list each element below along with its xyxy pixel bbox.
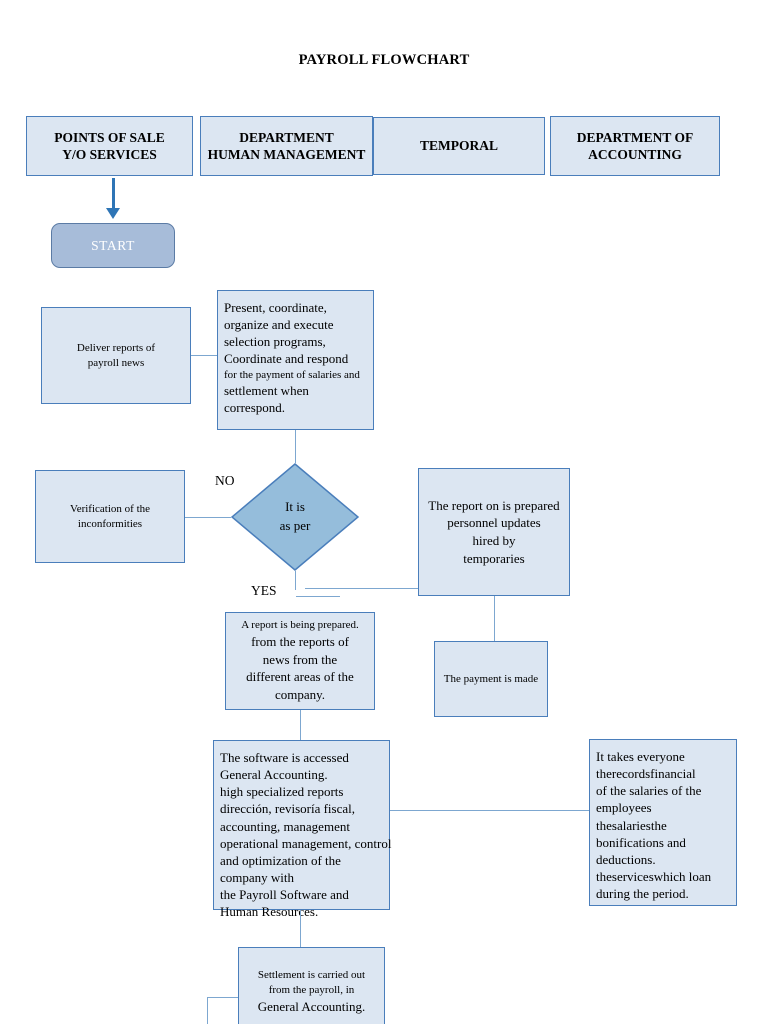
node-deliver-reports[interactable]: Deliver reports of payroll news: [41, 307, 191, 404]
node-text-line: therecordsfinancial: [596, 766, 696, 782]
node-payment-made[interactable]: The payment is made: [434, 641, 548, 717]
node-text-line: from the payroll, in: [268, 984, 355, 997]
node-start-label: START: [91, 237, 135, 253]
node-settlement[interactable]: Settlement is carried out from the payro…: [238, 947, 385, 1024]
swimlane-header-accounting[interactable]: DEPARTMENT OF ACCOUNTING: [550, 116, 720, 176]
connector-decision-yes-stem: [295, 571, 296, 590]
node-text-line: of the salaries of the: [596, 783, 702, 799]
node-decision[interactable]: It is as per: [231, 463, 359, 571]
node-text-line: selection programs,: [224, 334, 326, 350]
node-text-line: for the payment of salaries and: [224, 368, 360, 381]
swimlane-header-points-of-sale[interactable]: POINTS OF SALE Y/O SERVICES: [26, 116, 193, 176]
node-text-line: The payment is made: [443, 672, 539, 685]
node-text-line: Settlement is carried out: [257, 969, 366, 982]
node-text-line: A report is being prepared.: [241, 619, 359, 632]
node-takes-everyone[interactable]: It takes everyone therecordsfinancial of…: [589, 739, 737, 906]
page-title: PAYROLL FLOWCHART: [298, 52, 470, 68]
swimlane-header-temporal[interactable]: TEMPORAL: [373, 117, 545, 175]
node-software-accessed[interactable]: The software is accessed General Account…: [213, 740, 392, 919]
connector-software-to-settlement: [300, 910, 301, 947]
connector-decision-no-to-verification: [185, 517, 231, 518]
node-text-line: operational management, control: [220, 835, 392, 851]
node-text-line: employees: [596, 800, 652, 816]
branch-label-no: NO: [215, 473, 235, 488]
connector-report-to-payment: [494, 596, 495, 641]
swimlane-header-line: DEPARTMENT: [239, 129, 334, 145]
node-text-line: the Payroll Software and: [220, 887, 349, 903]
connector-arrow-to-start: [112, 178, 115, 210]
node-text-line: payroll news: [87, 356, 145, 369]
node-text-line: high specialized reports: [220, 784, 344, 800]
node-text-line: dirección, revisoría fiscal,: [220, 801, 355, 817]
connector-settlement-elbow-horizontal: [207, 997, 238, 998]
node-text-line: settlement when: [224, 383, 309, 399]
connector-deliver-to-present: [191, 355, 217, 356]
node-text-line: Present, coordinate,: [224, 300, 327, 315]
connector-arrow-to-start-head: [106, 208, 120, 219]
node-text-line: during the period.: [596, 886, 689, 902]
connector-software-to-takes-everyone: [390, 810, 589, 811]
connector-present-to-decision: [295, 430, 296, 463]
node-text-line: theserviceswhich loan: [596, 869, 712, 885]
node-text-line: inconformities: [77, 517, 143, 530]
node-text-line: thesalariesthe: [596, 817, 667, 833]
node-text-line: It takes everyone: [596, 749, 685, 764]
node-text-line: from the reports of: [251, 634, 349, 650]
swimlane-header-line: TEMPORAL: [419, 138, 498, 154]
node-text-line: hired by: [472, 533, 516, 548]
node-report-prepared[interactable]: The report on is prepared personnel upda…: [418, 468, 570, 596]
node-text-line: accounting, management: [220, 818, 350, 834]
node-text-line: personnel updates: [447, 515, 541, 531]
node-verification[interactable]: Verification of the inconformities: [35, 470, 185, 563]
diamond-shape: [231, 463, 359, 571]
node-text-line: Verification of the: [69, 502, 151, 515]
node-text-line: The report on is prepared: [428, 497, 560, 513]
node-present-coordinate[interactable]: Present, coordinate, organize and execut…: [217, 290, 374, 430]
node-text-line: news from the: [262, 651, 338, 667]
swimlane-header-human-management[interactable]: DEPARTMENT HUMAN MANAGEMENT: [200, 116, 373, 176]
node-text-line: company.: [274, 686, 326, 702]
connector-settlement-elbow-vertical: [207, 997, 208, 1024]
swimlane-header-line: DEPARTMENT OF: [576, 129, 694, 145]
node-text-line: different areas of the: [246, 669, 354, 685]
connector-report-to-yes: [305, 588, 418, 589]
swimlane-header-line: Y/O SERVICES: [62, 147, 157, 162]
swimlane-header-line: POINTS OF SALE: [54, 129, 165, 145]
node-text-line: General Accounting.: [220, 767, 328, 783]
node-text-line: deductions.: [596, 851, 656, 867]
node-text-line: bonifications and: [596, 834, 686, 850]
connector-yes-short-dash: [296, 596, 340, 597]
swimlane-header-line: ACCOUNTING: [588, 147, 682, 162]
node-text-line: Human Resources.: [220, 904, 319, 920]
node-text-line: General Accounting.: [257, 999, 366, 1015]
node-text-line: The software is accessed: [220, 750, 349, 765]
node-text-line: correspond.: [224, 400, 286, 416]
branch-label-yes: YES: [251, 583, 277, 598]
node-text-line: organize and execute: [224, 317, 334, 333]
node-report-being-prepared[interactable]: A report is being prepared. from the rep…: [225, 612, 375, 710]
node-text-line: Deliver reports of: [76, 341, 156, 354]
connector-report-to-software: [300, 710, 301, 740]
node-text-line: temporaries: [463, 550, 525, 566]
node-text-line: Coordinate and respond: [224, 351, 349, 367]
swimlane-header-line: HUMAN MANAGEMENT: [207, 147, 366, 162]
node-text-line: and optimization of the: [220, 852, 341, 868]
node-text-line: company with: [220, 870, 295, 886]
node-start[interactable]: START: [51, 223, 175, 268]
